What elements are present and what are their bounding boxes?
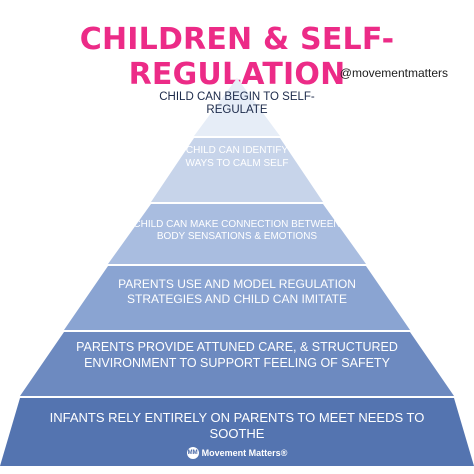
level-3-text: CHILD CAN MAKE CONNECTION BETWEEN BODY S…	[133, 219, 341, 242]
page-title: CHILDREN & SELF-REGULATION	[79, 22, 395, 92]
level-6-text: INFANTS RELY ENTIRELY ON PARENTS TO MEET…	[49, 410, 425, 442]
pyramid-level-5	[20, 332, 454, 396]
level-1-text: CHILD CAN BEGIN TO SELF-REGULATE	[159, 91, 315, 117]
level-2-text: CHILD CAN IDENTIFY WAYS TO CALM SELF	[185, 145, 289, 169]
level-5-text: PARENTS PROVIDE ATTUNED CARE, & STRUCTUR…	[76, 340, 398, 370]
pyramid-level-2	[151, 138, 323, 202]
logo-text: Movement Matters®	[201, 448, 288, 458]
logo-mark-icon: MM	[186, 447, 199, 459]
pyramid-level-4	[64, 266, 410, 330]
pyramid-level-6	[0, 398, 474, 466]
social-handle: @movementmatters	[339, 66, 448, 80]
level-4-text: PARENTS USE AND MODEL REGULATION STRATEG…	[118, 277, 356, 306]
pyramid-level-3	[108, 204, 366, 264]
pyramid-level-1	[194, 78, 280, 136]
